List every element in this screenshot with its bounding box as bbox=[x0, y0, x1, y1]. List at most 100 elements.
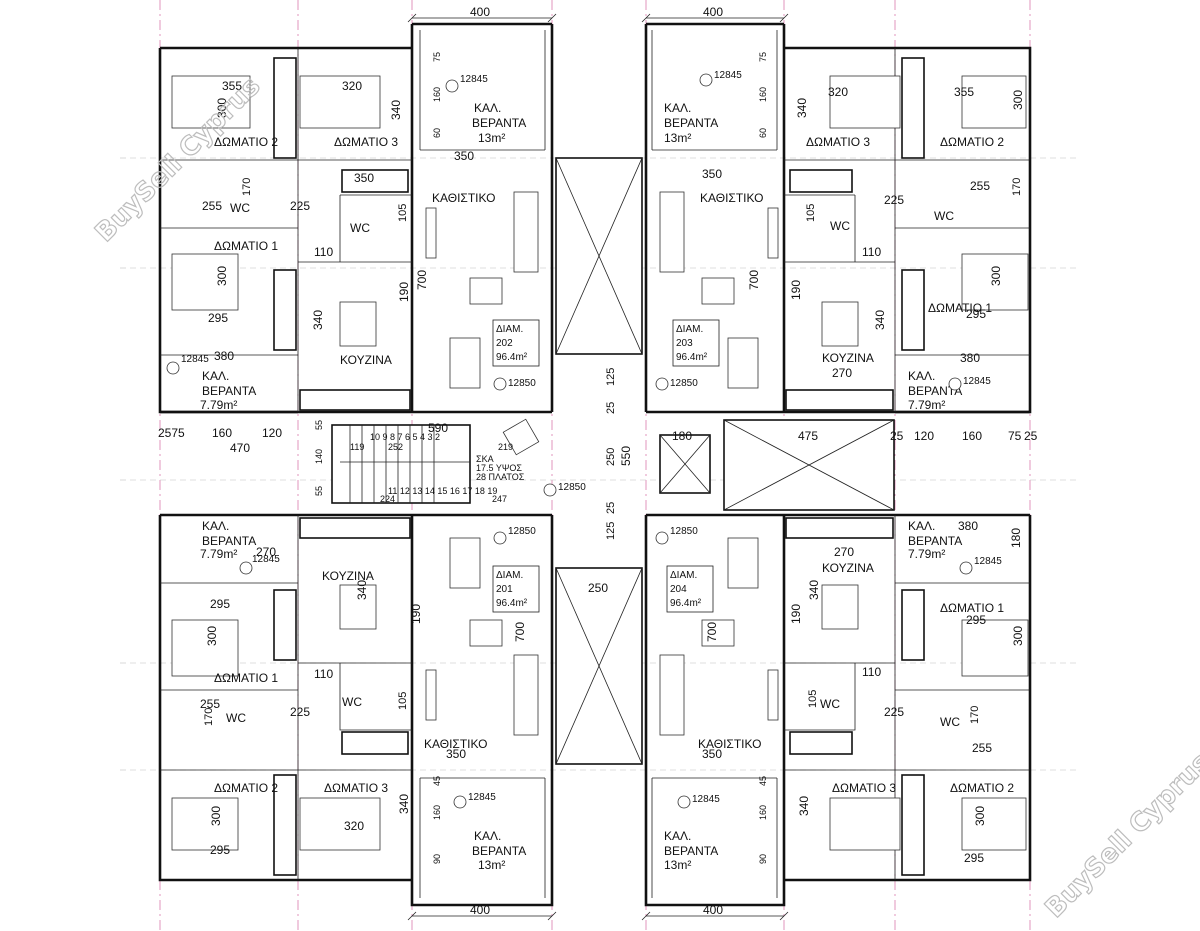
dim-190-bl: 190 bbox=[409, 604, 423, 624]
room-living-bl: ΚΑΘΙΣΤΙΚΟ bbox=[424, 737, 487, 751]
dim-119: 119 bbox=[350, 442, 364, 452]
dim-350-tl: 350 bbox=[354, 171, 374, 185]
dim-160-tl: 160 bbox=[432, 87, 442, 102]
room-wc-br-2: WC bbox=[940, 715, 960, 729]
dim-75-tr: 75 bbox=[758, 52, 768, 62]
dim-60-tr: 60 bbox=[758, 128, 768, 138]
dim-380-tr: 380 bbox=[960, 351, 980, 365]
dim-270-bl: 270 bbox=[256, 545, 276, 559]
room-wc-tr-2: WC bbox=[830, 219, 850, 233]
room-sveranda2-br: ΒΕΡΑΝΤΑ bbox=[908, 534, 962, 548]
unit-203-area: 96.4m² bbox=[676, 352, 708, 363]
dim-60-tl: 60 bbox=[432, 128, 442, 138]
dim-45-bl: 45 bbox=[432, 776, 442, 786]
kitchen-counters bbox=[273, 57, 925, 876]
dim-190-tl: 190 bbox=[397, 282, 411, 302]
dim-340-tr-1: 340 bbox=[795, 98, 809, 118]
room-sveranda-area-br: 7.79m² bbox=[908, 547, 945, 561]
dim-110-tr: 110 bbox=[862, 245, 881, 259]
dim-700-bl: 700 bbox=[513, 622, 527, 642]
dim-190-tr: 190 bbox=[789, 280, 803, 300]
walls bbox=[158, 22, 1032, 907]
dim-90-bl: 90 bbox=[432, 854, 442, 864]
dim-255-tr: 255 bbox=[970, 179, 990, 193]
dim-45-br: 45 bbox=[758, 776, 768, 786]
dim-350-bl: 350 bbox=[446, 747, 466, 761]
room-sveranda2-tl: ΒΕΡΑΝΤΑ bbox=[202, 384, 256, 398]
dim-105-br: 105 bbox=[807, 690, 819, 708]
dim-160-br: 160 bbox=[758, 805, 768, 820]
room-sveranda-tr: ΚΑΛ. bbox=[908, 369, 935, 383]
unit-202-area: 96.4m² bbox=[496, 352, 528, 363]
room-bedroom3-br: ΔΩΜΑΤΙΟ 3 bbox=[832, 781, 896, 795]
dim-90-br: 90 bbox=[758, 854, 768, 864]
dim-55-top: 55 bbox=[314, 420, 324, 430]
furniture bbox=[171, 75, 1029, 851]
dim-350-tr: 350 bbox=[702, 167, 722, 181]
dim-300-bl-1: 300 bbox=[205, 626, 219, 646]
level-veranda-tr: 12845 bbox=[714, 70, 742, 81]
dim-355-tr: 355 bbox=[954, 85, 974, 99]
level-sveranda-bl: 12845 bbox=[252, 554, 280, 565]
room-veranda-tl: ΚΑΛ. bbox=[474, 101, 501, 115]
room-wc-bl-2: WC bbox=[342, 695, 362, 709]
dim-55-bottom: 55 bbox=[314, 486, 324, 496]
dim-25-top: 25 bbox=[605, 402, 617, 414]
unit-203-label: ΔΙΑΜ. bbox=[676, 324, 703, 335]
dim-355-tl: 355 bbox=[222, 79, 242, 93]
room-veranda-area-tr: 13m² bbox=[664, 131, 691, 145]
room-wc-tr-1: WC bbox=[934, 209, 954, 223]
dim-250-v: 250 bbox=[605, 448, 617, 466]
unit-202-number: 202 bbox=[496, 338, 513, 349]
dim-225-bl: 225 bbox=[290, 705, 310, 719]
dim-105-bl: 105 bbox=[397, 692, 409, 710]
level-veranda-tl: 12845 bbox=[460, 74, 488, 85]
room-bedroom1-bl: ΔΩΜΑΤΙΟ 1 bbox=[214, 671, 278, 685]
top-dim-right: 400 bbox=[703, 5, 723, 19]
level-floor-203: 12850 bbox=[670, 378, 698, 389]
room-veranda-tr: ΚΑΛ. bbox=[664, 101, 691, 115]
bottom-dim-right: 400 bbox=[703, 903, 723, 917]
dimension-rulers: 400 400 400 400 bbox=[407, 5, 789, 921]
room-bedroom3-tr: ΔΩΜΑΤΙΟ 3 bbox=[806, 135, 870, 149]
unit-201-area: 96.4m² bbox=[496, 598, 528, 609]
room-wc-bl-1: WC bbox=[226, 711, 246, 725]
level-floor-202: 12850 bbox=[508, 378, 536, 389]
dim-25-bottom: 25 bbox=[605, 502, 617, 514]
room-bedroom1-tl: ΔΩΜΑΤΙΟ 1 bbox=[214, 239, 278, 253]
dim-190-br: 190 bbox=[789, 604, 803, 624]
room-bedroom3-bl: ΔΩΜΑΤΙΟ 3 bbox=[324, 781, 388, 795]
dim-225-tr: 225 bbox=[884, 193, 904, 207]
room-sveranda-area-tr: 7.79m² bbox=[908, 398, 945, 412]
watermark-bottom-right: BuySell Cyprus bbox=[1040, 747, 1200, 924]
dim-160-corr-r: 160 bbox=[962, 429, 982, 443]
room-veranda2-tl: ΒΕΡΑΝΤΑ bbox=[472, 116, 526, 130]
dim-247: 247 bbox=[492, 494, 507, 504]
room-bedroom2-tl: ΔΩΜΑΤΙΟ 2 bbox=[214, 135, 278, 149]
level-floor-204: 12850 bbox=[670, 526, 698, 537]
level-sveranda-tl: 12845 bbox=[181, 354, 209, 365]
dim-300-tl-2: 300 bbox=[215, 266, 229, 286]
dim-700-tl: 700 bbox=[415, 270, 429, 290]
room-kitchen-tl: ΚΟΥΖΙΝΑ bbox=[340, 353, 392, 367]
dim-340-tl-2: 340 bbox=[311, 310, 325, 330]
dim-255-tl: 255 bbox=[202, 199, 222, 213]
dim-475: 475 bbox=[798, 429, 818, 443]
dim-140: 140 bbox=[314, 449, 324, 464]
unit-204-area: 96.4m² bbox=[670, 598, 702, 609]
dimension-labels: 355 320 300 340 350 350 255 225 170 105 … bbox=[158, 52, 1038, 865]
dim-105-tl: 105 bbox=[397, 204, 409, 222]
dim-300-br-1: 300 bbox=[1011, 626, 1025, 646]
level-sveranda-br: 12845 bbox=[974, 556, 1002, 567]
dim-340-tl-1: 340 bbox=[389, 100, 403, 120]
room-kitchen-bl: ΚΟΥΖΙΝΑ bbox=[322, 569, 374, 583]
dim-700-tr: 700 bbox=[747, 270, 761, 290]
dim-340-bl-1: 340 bbox=[355, 580, 369, 600]
level-veranda-bl: 12845 bbox=[468, 792, 496, 803]
dim-340-br-1: 340 bbox=[807, 580, 821, 600]
dim-270-tr: 270 bbox=[832, 366, 852, 380]
room-veranda-area-bl: 13m² bbox=[478, 858, 505, 872]
room-bedroom2-bl: ΔΩΜΑΤΙΟ 2 bbox=[214, 781, 278, 795]
dim-224: 224 bbox=[380, 494, 395, 504]
